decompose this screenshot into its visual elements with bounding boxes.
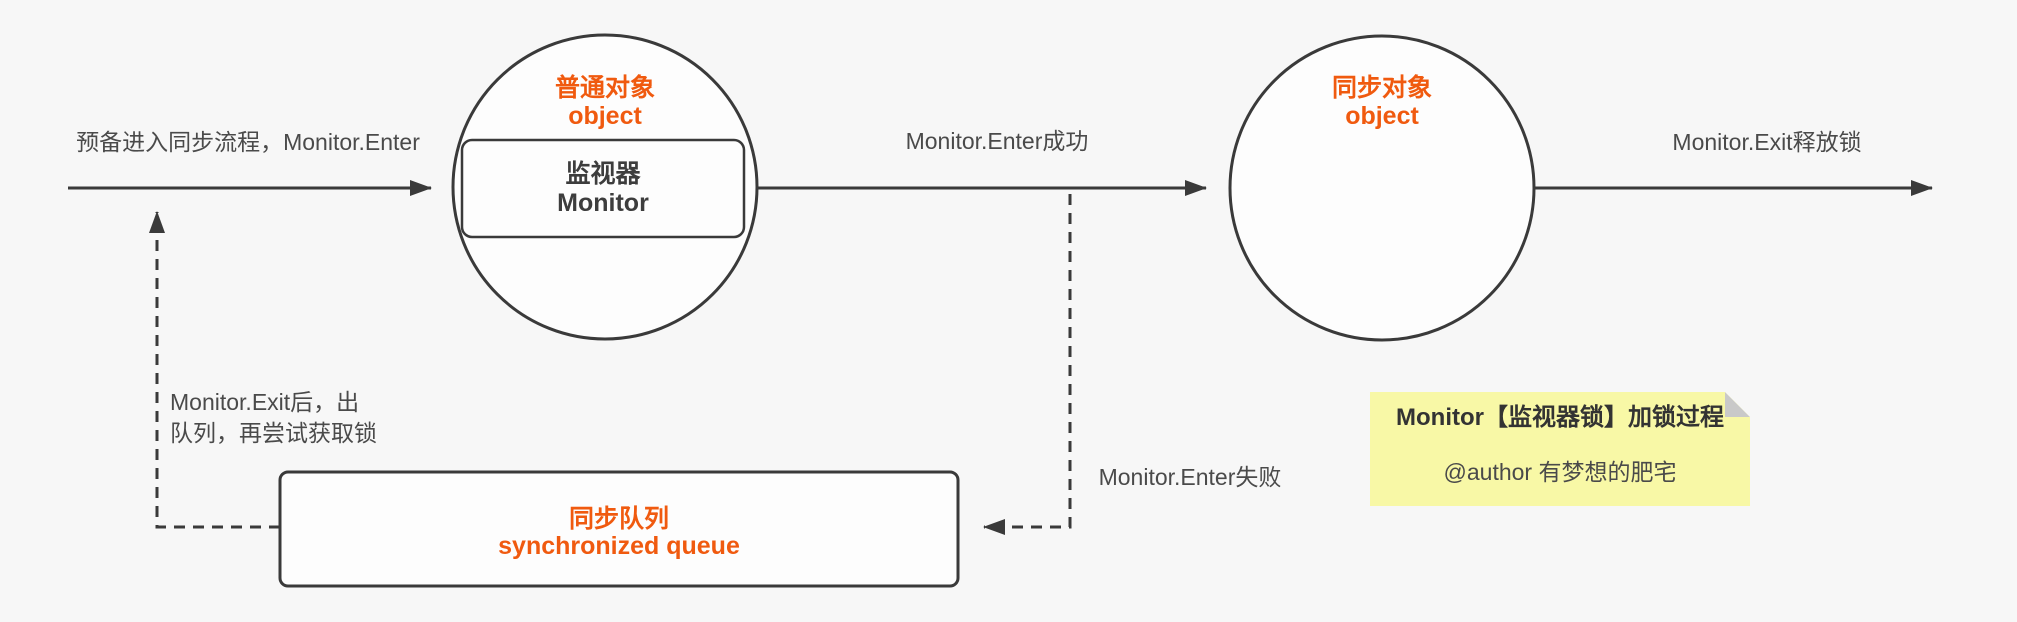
edge-label-enter-success: Monitor.Enter成功 — [905, 128, 1089, 154]
node-plain-object-title-zh: 普通对象 — [554, 74, 655, 102]
edge-label-exit-release: Monitor.Exit释放锁 — [1672, 129, 1862, 155]
node-monitor-label: 监视器 Monitor — [462, 140, 744, 237]
edge-label-dequeue-retry-line1: Monitor.Exit后，出 — [170, 389, 360, 415]
edge-label-prepare: 预备进入同步流程，Monitor.Enter — [76, 129, 420, 155]
node-monitor-label-zh: 监视器 — [565, 159, 641, 188]
node-plain-object-title: 普通对象 object — [455, 74, 755, 130]
edge-dequeue-retry-dashed-arrow — [149, 211, 280, 529]
sticky-note-title: Monitor【监视器锁】加锁过程 — [1396, 404, 1724, 431]
sticky-note-author: @author 有梦想的肥宅 — [1443, 459, 1677, 485]
edge-label-dequeue-retry-line2: 队列，再尝试获取锁 — [170, 420, 377, 446]
node-sync-queue-label-en: synchronized queue — [498, 532, 740, 560]
node-monitor-label-en: Monitor — [557, 188, 649, 217]
node-sync-object-circle — [1228, 34, 1536, 342]
node-sync-queue-box — [278, 470, 960, 588]
edge-label-dequeue-retry: Monitor.Exit后，出 队列，再尝试获取锁 — [170, 387, 377, 449]
node-plain-object-title-en: object — [568, 102, 642, 130]
node-monitor-box — [460, 138, 746, 239]
node-sync-queue-label-zh: 同步队列 — [568, 505, 669, 533]
edge-label-enter-fail: Monitor.Enter失败 — [1098, 464, 1282, 490]
node-sync-object-title-en: object — [1345, 102, 1419, 130]
node-sync-object-title: 同步对象 object — [1232, 74, 1532, 130]
node-sync-object-title-zh: 同步对象 — [1331, 74, 1432, 102]
node-sync-queue-label: 同步队列 synchronized queue — [280, 476, 958, 590]
edge-enter-fail-dashed-arrow — [983, 194, 1072, 535]
sticky-note: Monitor【监视器锁】加锁过程 @author 有梦想的肥宅 — [1370, 392, 1750, 506]
